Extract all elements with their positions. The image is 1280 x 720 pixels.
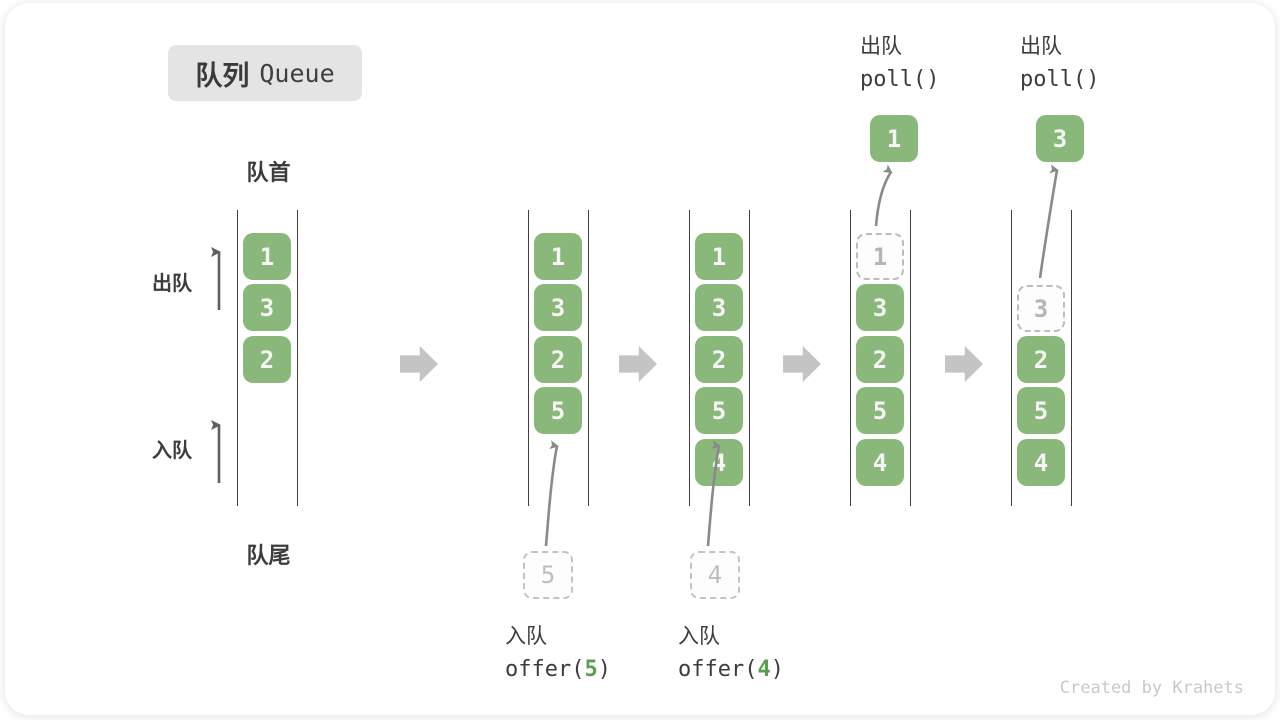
queue3-item: 4 [695, 439, 743, 486]
queue2-item: 5 [534, 387, 582, 434]
queue4-item: 2 [856, 336, 904, 383]
queue5-operation-label: 出队 poll() [1020, 30, 1099, 92]
queue5-popped-box: 3 [1036, 115, 1084, 162]
poll-code: poll() [1020, 67, 1100, 92]
queue5-item: 4 [1017, 439, 1065, 486]
queue2-item: 3 [534, 284, 582, 331]
queue4-item-removed: 1 [856, 233, 904, 280]
enqueue-side-label: 入队 [152, 440, 192, 462]
queue-state-5: 3 2 5 4 [1011, 210, 1072, 506]
queue-state-3: 1 3 2 5 4 [689, 210, 750, 506]
queue5-item: 2 [1017, 336, 1065, 383]
queue5-item-removed: 3 [1017, 285, 1065, 332]
queue-rear-label: 队尾 [246, 543, 291, 568]
enqueue-label: 入队 [678, 625, 720, 648]
queue-state-1: 1 3 2 [237, 210, 298, 506]
queue3-operation-label: 入队 offer(4) [678, 620, 784, 682]
offer-4-code: offer(4) [678, 657, 784, 682]
queue3-item: 2 [695, 336, 743, 383]
queue3-pending-box: 4 [690, 551, 740, 599]
queue3-item: 5 [695, 387, 743, 434]
queue3-item: 3 [695, 284, 743, 331]
queue4-operation-label: 出队 poll() [860, 30, 939, 92]
queue4-item: 4 [856, 439, 904, 486]
queue2-operation-label: 入队 offer(5) [505, 620, 611, 682]
title-box: 队列 Queue [168, 45, 362, 101]
footer-credit: Created by Krahets [1059, 678, 1244, 698]
queue1-item: 1 [243, 233, 291, 280]
queue-state-4: 1 3 2 5 4 [850, 210, 911, 506]
queue5-item: 5 [1017, 387, 1065, 434]
dequeue-label: 出队 [860, 35, 902, 58]
dequeue-label: 出队 [1020, 35, 1062, 58]
queue-front-label: 队首 [246, 160, 291, 185]
queue1-item: 2 [243, 336, 291, 383]
queue1-item: 3 [243, 284, 291, 331]
queue4-item: 5 [856, 387, 904, 434]
poll-code: poll() [860, 67, 940, 92]
queue2-item: 1 [534, 233, 582, 280]
queue3-item: 1 [695, 233, 743, 280]
queue-state-2: 1 3 2 5 [528, 210, 589, 506]
title-english: Queue [259, 58, 335, 88]
queue2-item: 2 [534, 336, 582, 383]
queue4-item: 3 [856, 284, 904, 331]
offer-5-code: offer(5) [505, 657, 611, 682]
queue2-pending-box: 5 [523, 551, 573, 599]
title-chinese: 队列 [195, 60, 250, 91]
enqueue-label: 入队 [505, 625, 547, 648]
dequeue-side-label: 出队 [152, 273, 192, 295]
queue4-popped-box: 1 [870, 115, 918, 162]
